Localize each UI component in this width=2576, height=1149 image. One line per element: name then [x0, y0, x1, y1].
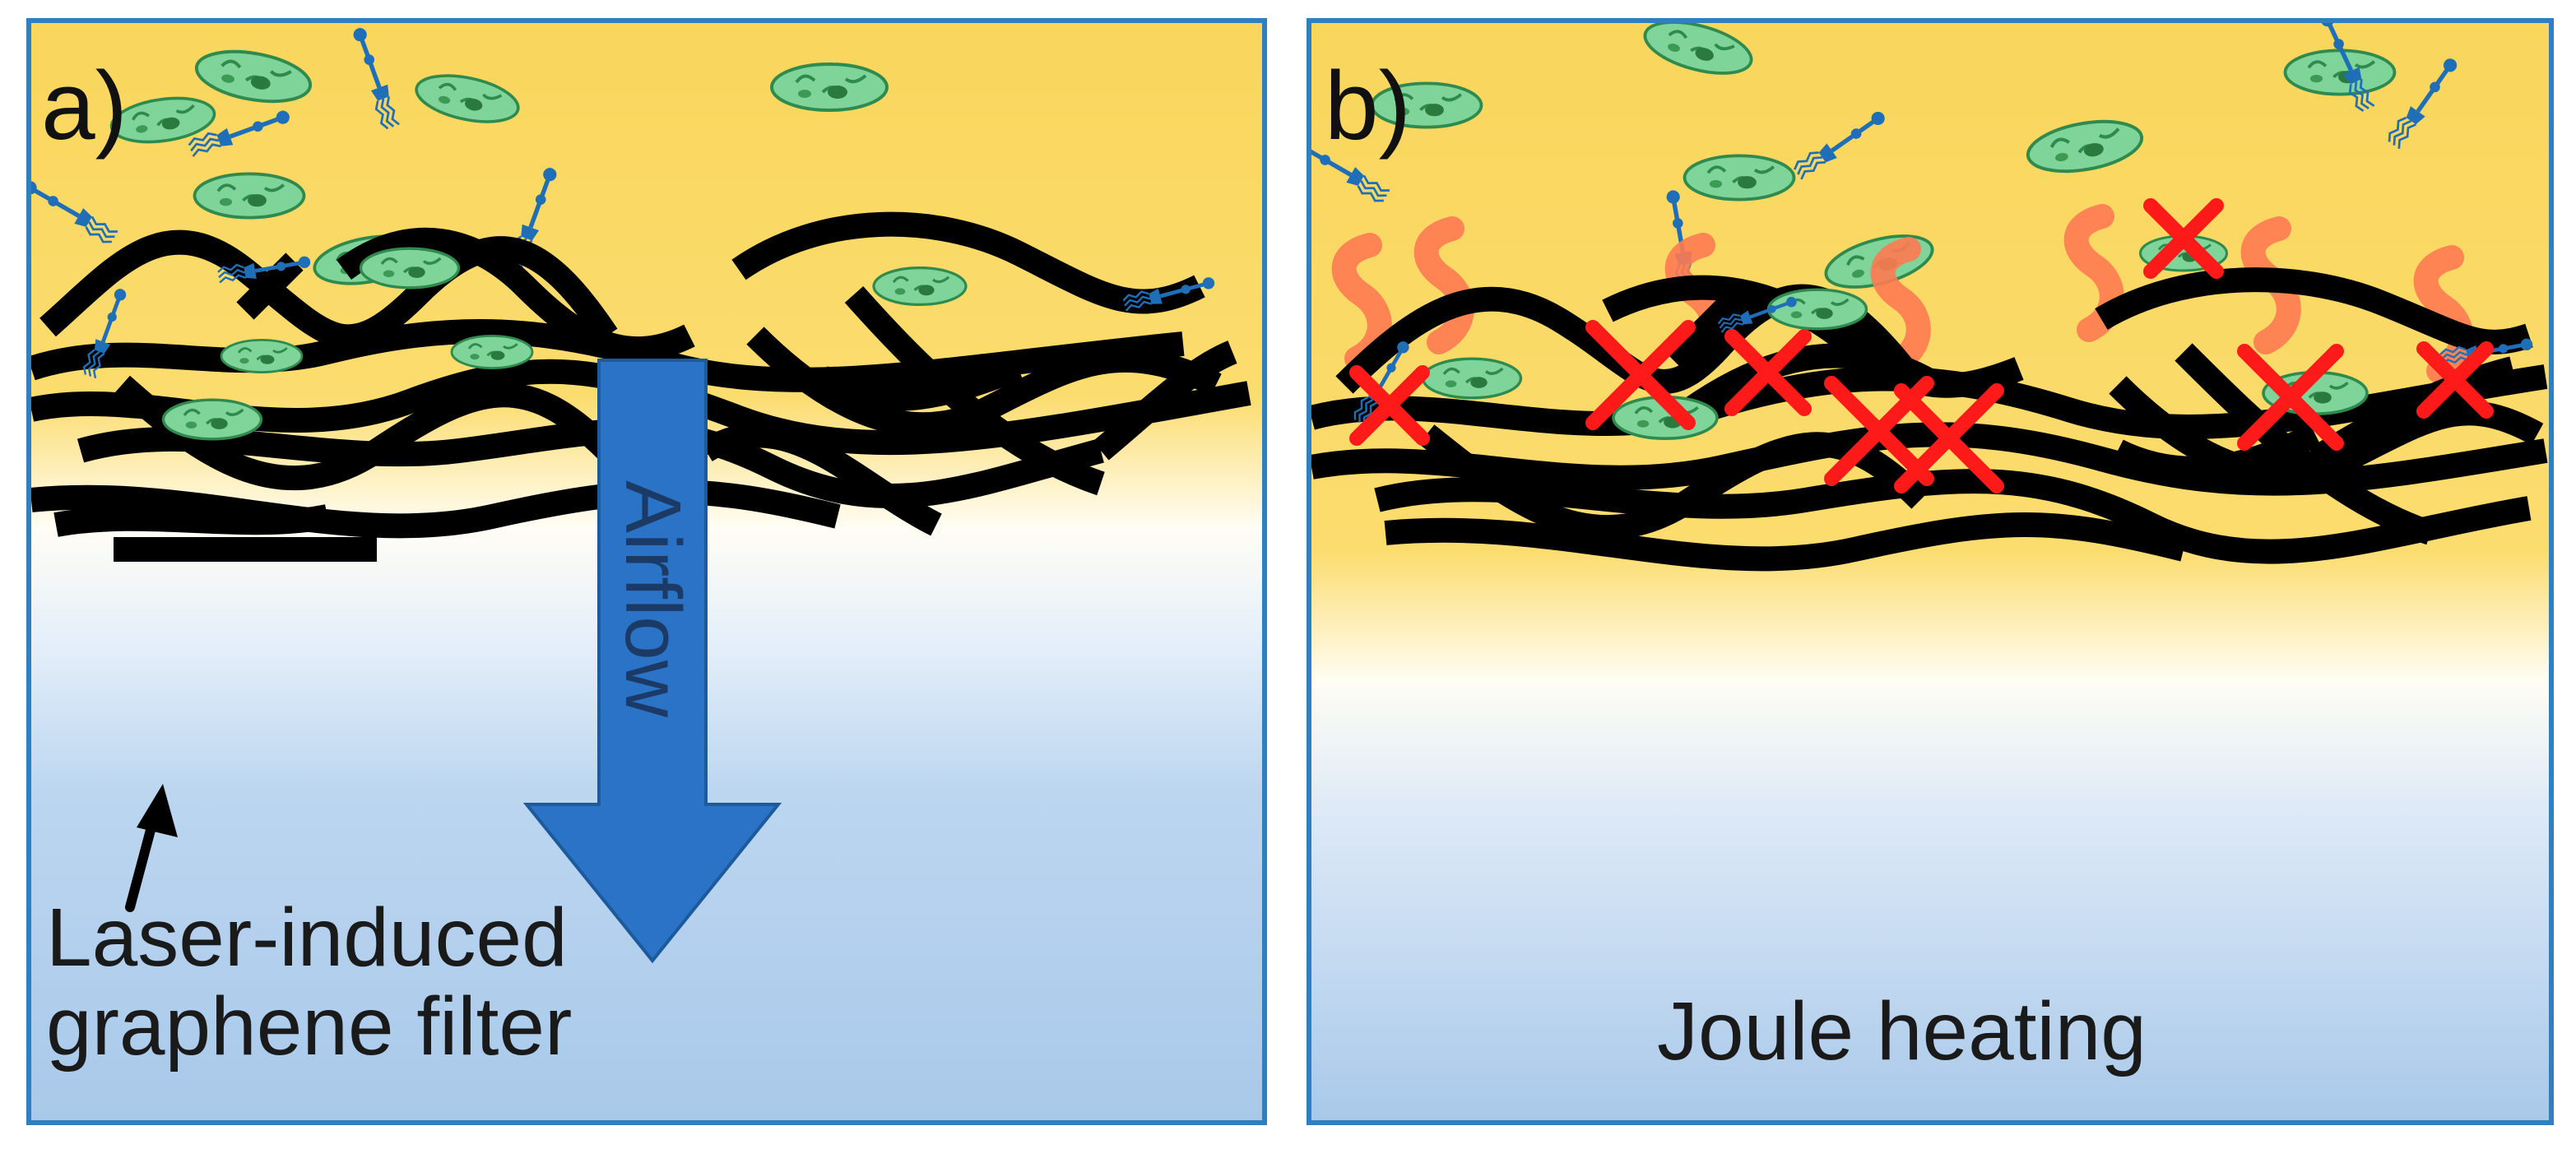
bacterium — [1421, 357, 1523, 400]
bacterium — [1643, 23, 1753, 75]
virus — [1311, 146, 1390, 202]
bacterium — [1370, 81, 1483, 129]
bacterium — [2026, 119, 2144, 174]
bacterium — [194, 49, 313, 104]
filter-label-line2: graphene filter — [46, 980, 573, 1073]
kill-mark — [1585, 320, 1696, 430]
bacterium — [359, 247, 461, 290]
bacterium — [1766, 288, 1868, 331]
bacterium — [1683, 154, 1796, 202]
bacterium — [415, 74, 520, 123]
kill-mark — [1349, 365, 1430, 446]
bacterium — [220, 339, 304, 373]
virus — [188, 110, 290, 157]
virus — [1717, 296, 1797, 333]
bacterium — [109, 96, 216, 144]
airflow-label: Airflow — [609, 480, 698, 718]
virus — [2320, 23, 2375, 112]
filter-label: Laser-induced graphene filter — [46, 893, 572, 1071]
virus — [31, 181, 118, 243]
pointer-arrow — [125, 784, 178, 912]
bacterium — [770, 63, 889, 112]
virus — [353, 28, 400, 130]
virus — [1793, 111, 1885, 180]
panel-a: a) Airflow Laser-induced graphene filter — [26, 18, 1267, 1125]
bacterium — [2283, 49, 2397, 96]
virus — [217, 256, 311, 284]
kill-mark — [2237, 344, 2344, 451]
panel-b: b) Joule heating — [1307, 18, 2554, 1125]
kill-mark — [1894, 383, 2004, 493]
heat-wave — [1870, 237, 1931, 375]
bacterium — [872, 266, 968, 307]
panel-label-b: b) — [1325, 52, 1411, 160]
air-background — [1311, 23, 2549, 1120]
virus — [1122, 277, 1215, 312]
graphene-filter — [1311, 267, 2548, 572]
panel-a-illustration — [31, 23, 1262, 1120]
heat-wave — [1413, 216, 1474, 354]
kill-mark — [2143, 198, 2224, 279]
inactivation-marks — [1349, 198, 2494, 493]
kill-mark — [2416, 341, 2494, 419]
airborne-particles — [31, 28, 889, 285]
kill-mark — [1724, 329, 1812, 416]
joule-heating-label: Joule heating — [1657, 985, 2147, 1077]
bacterium — [161, 398, 263, 441]
bacterium — [193, 172, 306, 220]
bacterium — [450, 335, 534, 369]
panel-b-illustration — [1311, 23, 2549, 1120]
virus — [82, 289, 127, 379]
filter-label-line1: Laser-induced — [46, 892, 568, 984]
trapped-particles — [82, 247, 1215, 441]
virus — [2388, 58, 2458, 149]
airflow-arrow — [522, 359, 782, 964]
panel-label-a: a) — [41, 52, 128, 160]
